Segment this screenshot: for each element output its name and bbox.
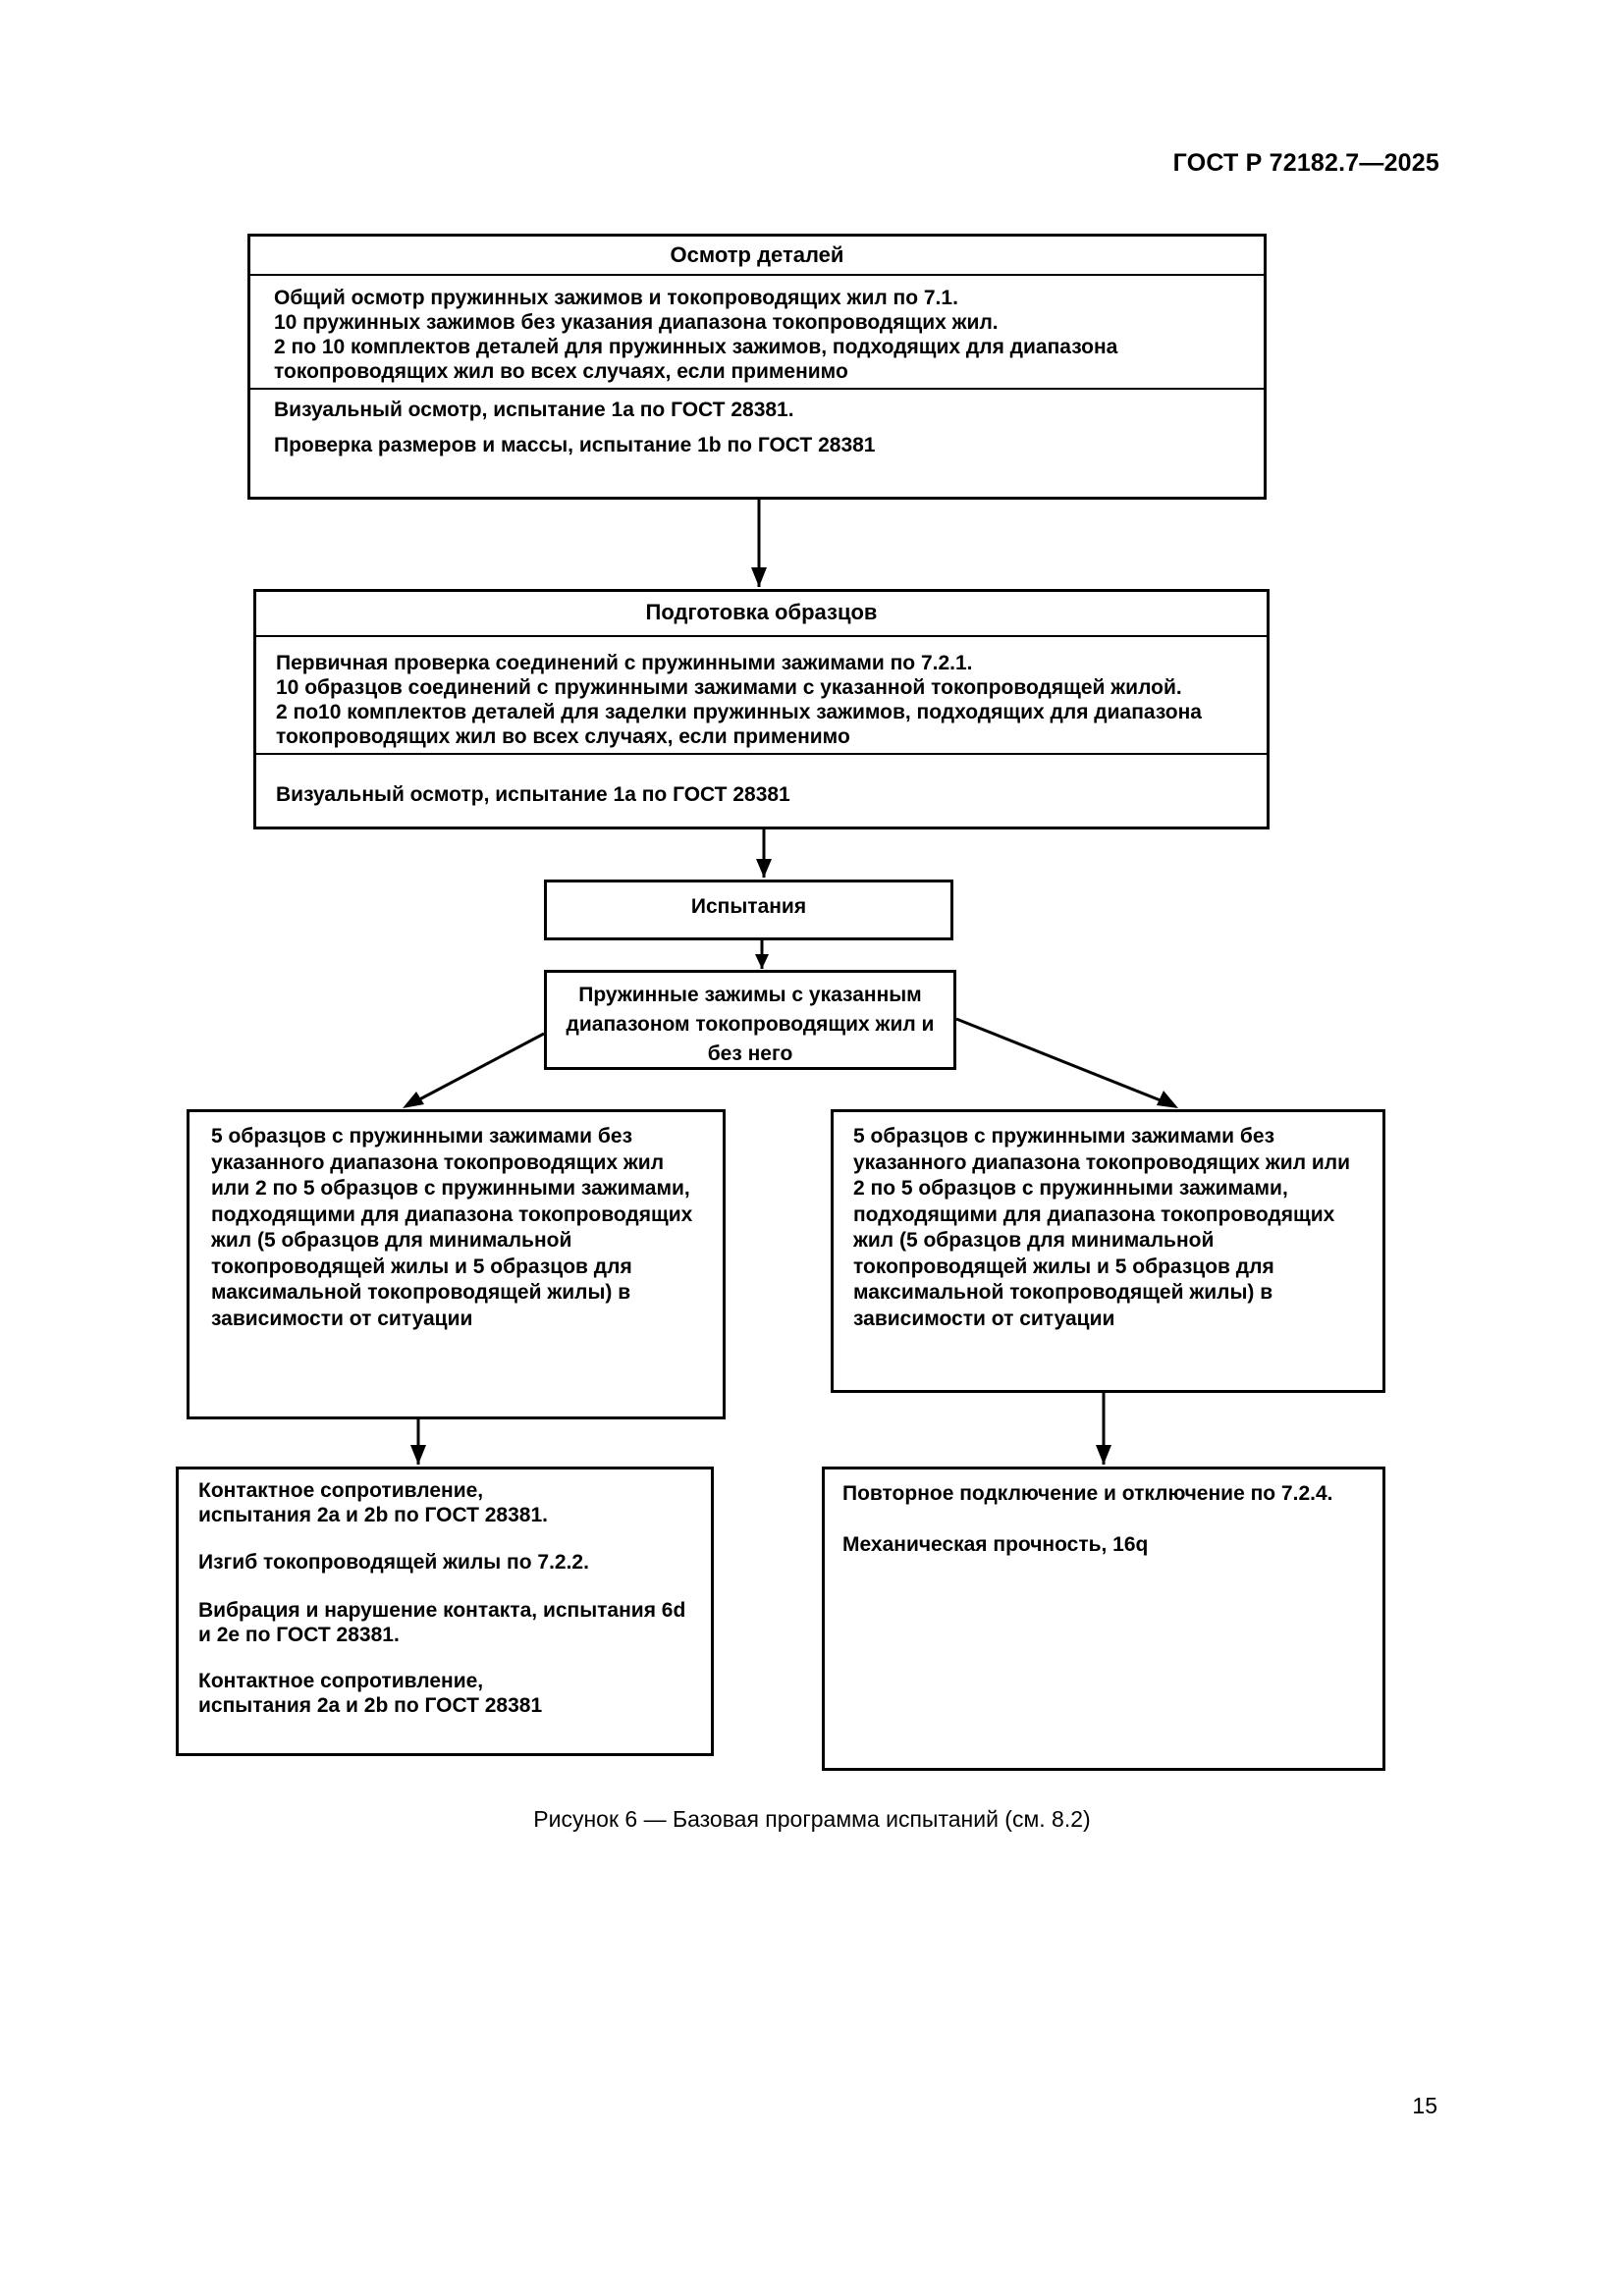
right-tests-box: Повторное подключение и отключение по 7.… [822,1467,1385,1771]
preparation-tests: Визуальный осмотр, испытание 1а по ГОСТ … [276,783,790,806]
testing-box: Испытания [544,880,953,940]
left-samples-text: 5 образцов с пружинными зажимами без ука… [211,1125,693,1330]
arrowhead-preparation-to-testing [756,859,772,878]
preparation-title: Подготовка образцов [256,592,1267,637]
branch-text: Пружинные зажимы с указанным диапазоном … [566,984,935,1065]
left-tests-item-1: Контактное сопротивление, испытания 2а и… [198,1479,548,1526]
left-tests-box: Контактное сопротивление, испытания 2а и… [176,1467,714,1756]
left-tests-item-3: Вибрация и нарушение контакта, испытания… [198,1599,686,1646]
left-tests-item-2: Изгиб токопроводящей жилы по 7.2.2. [198,1551,589,1574]
preparation-body: Первичная проверка соединений с пружинны… [276,652,1202,748]
document-standard-number: ГОСТ Р 72182.7—2025 [1172,149,1439,177]
testing-title: Испытания [690,895,807,918]
figure-caption: Рисунок 6 — Базовая программа испытаний … [533,1806,1091,1832]
arrow-branch-to-left [406,1032,545,1108]
left-samples-box: 5 образцов с пружинными зажимами без ука… [187,1109,726,1419]
inspection-tests-line-1: Визуальный осмотр, испытание 1а по ГОСТ … [274,399,794,421]
inspection-tests-line-2: Проверка размеров и массы, испытание 1b … [274,434,876,456]
arrow-branch-to-right [955,1017,1176,1108]
inspection-divider [250,388,1264,390]
right-samples-box: 5 образцов с пружинными зажимами без ука… [831,1109,1385,1393]
right-samples-text: 5 образцов с пружинными зажимами без ука… [853,1125,1351,1330]
inspection-box: Осмотр деталей Общий осмотр пружинных за… [247,234,1267,500]
arrowhead-right-samples-to-tests [1096,1445,1111,1465]
preparation-box: Подготовка образцов Первичная проверка с… [253,589,1270,829]
inspection-body: Общий осмотр пружинных зажимов и токопро… [274,287,1118,383]
arrowhead-branch-to-right [1157,1091,1178,1108]
preparation-divider [256,753,1267,755]
arrowhead-testing-to-branch [755,954,769,969]
branch-box: Пружинные зажимы с указанным диапазоном … [544,970,956,1070]
arrowhead-branch-to-left [403,1092,424,1108]
arrowhead-left-samples-to-tests [410,1445,426,1465]
page-number: 15 [1412,2093,1437,2118]
arrowhead-inspection-to-preparation [751,567,767,587]
inspection-title: Осмотр деталей [250,237,1264,276]
right-tests-item-2: Механическая прочность, 16q [842,1533,1149,1556]
left-tests-item-4: Контактное сопротивление, испытания 2а и… [198,1670,543,1717]
right-tests-item-1: Повторное подключение и отключение по 7.… [842,1482,1333,1505]
